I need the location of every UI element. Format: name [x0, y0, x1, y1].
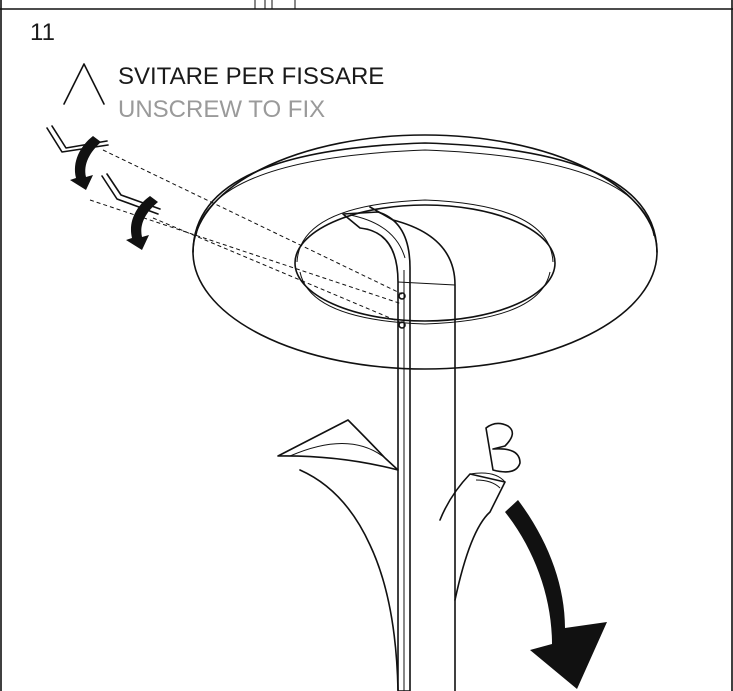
screw-guides — [89, 149, 403, 324]
step-number: 11 — [30, 19, 55, 46]
rotate-arrow-icon — [70, 136, 158, 250]
protective-film — [277, 419, 506, 691]
lamp-head — [192, 134, 658, 370]
pole — [342, 206, 456, 691]
down-arrow-icon — [505, 500, 607, 689]
instruction-english: UNSCREW TO FIX — [118, 96, 325, 123]
callout-b: B — [485, 422, 521, 473]
hex-key-icon — [46, 125, 161, 215]
instruction-italian: SVITARE PER FISSARE — [118, 63, 384, 90]
callout-a: A — [63, 63, 105, 105]
